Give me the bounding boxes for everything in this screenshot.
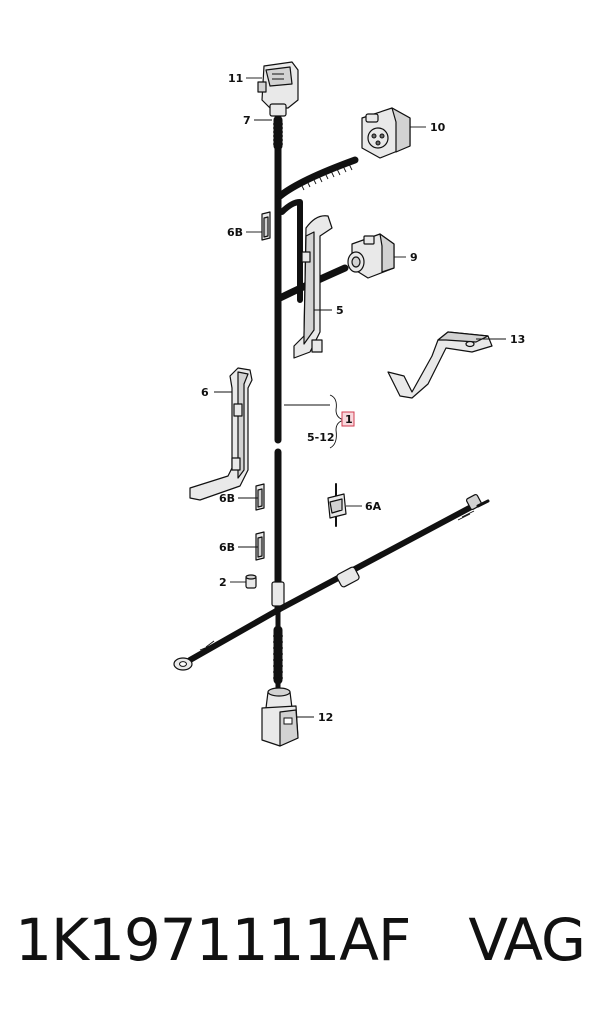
clip-6B-lower (255, 531, 265, 561)
part-caption: 1K1971111AF VAG (0, 895, 600, 985)
ground-bolt (457, 493, 490, 521)
callout-13: 13 (510, 333, 525, 346)
bracket-5 (293, 215, 333, 359)
leader-lines (214, 77, 506, 718)
callout-6: 6 (201, 386, 209, 399)
clip-6B-middle (255, 483, 265, 511)
callout-1: 1 (345, 413, 353, 426)
bracket-6 (189, 367, 253, 501)
cap-12 (261, 687, 299, 747)
harness-main-trunk (271, 114, 285, 695)
callout-7: 7 (243, 114, 251, 127)
callout-12: 12 (318, 711, 333, 724)
plug-2 (245, 574, 257, 589)
callout-6B-middle: 6B (219, 492, 235, 505)
callout-labels: 11 7 10 6B 9 5 13 6 1 5-12 6B 6A 6B 2 12 (201, 72, 525, 724)
bracket-13 (387, 331, 493, 399)
connector-10 (361, 107, 411, 159)
callout-5: 5 (336, 304, 344, 317)
callout-6B-lower: 6B (219, 541, 235, 554)
callout-5-12: 5-12 (307, 431, 335, 444)
clip-6A (327, 483, 347, 527)
wiring-harness-diagram: 11 7 10 6B 9 5 13 6 1 5-12 6B 6A 6B 2 12 (173, 61, 525, 747)
callout-6B-upper: 6B (227, 226, 243, 239)
connector-9 (347, 233, 395, 279)
clip-6B-upper (261, 211, 271, 241)
harness-branch-upper-right (276, 156, 359, 200)
brand-name: VAG (468, 906, 586, 974)
callout-11: 11 (228, 72, 243, 85)
callout-2: 2 (219, 576, 227, 589)
callout-9: 9 (410, 251, 418, 264)
harness-sleeve (271, 581, 285, 607)
corrugated-tube-top (273, 115, 283, 151)
callout-6A: 6A (365, 500, 382, 513)
corrugated-tube-bottom (273, 625, 283, 685)
part-number: 1K1971111AF (15, 906, 411, 974)
connector-11 (257, 61, 299, 117)
ground-cable (173, 493, 490, 671)
callout-10: 10 (430, 121, 446, 134)
callout-1-box (341, 411, 355, 427)
ground-cable-sleeve (336, 566, 360, 588)
